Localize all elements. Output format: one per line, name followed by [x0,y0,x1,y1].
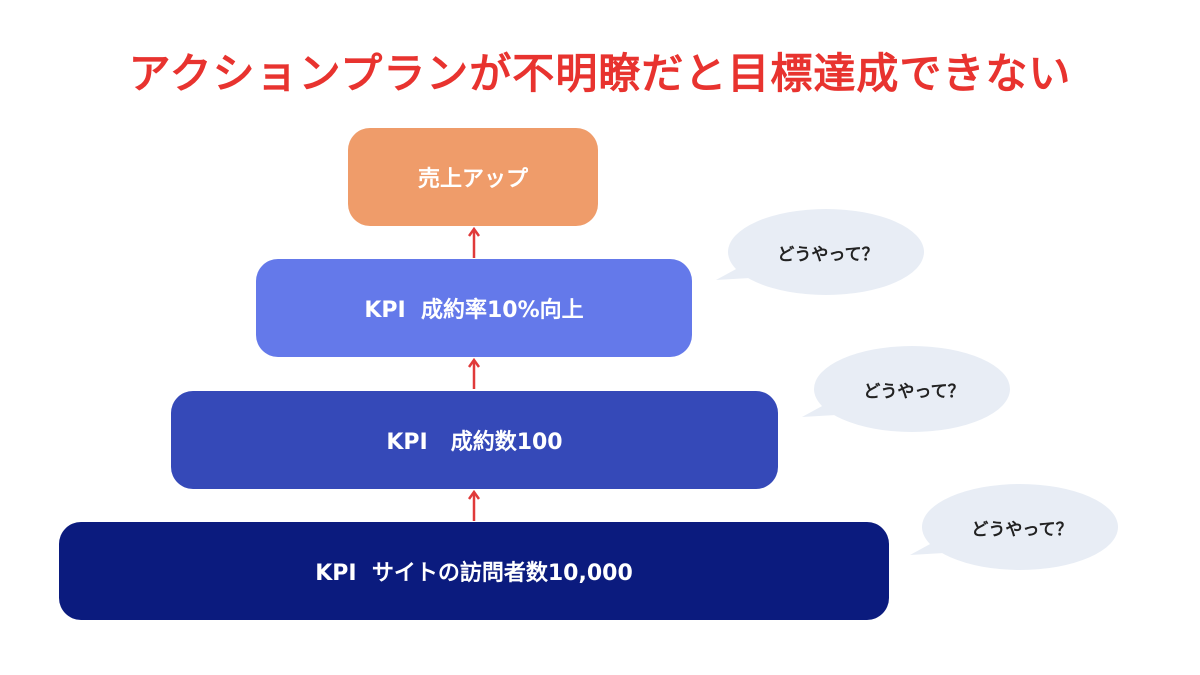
kpi-box-conversions: KPI 成約数100 [171,391,778,489]
speech-bubble: どうやって？ [802,345,1010,433]
page-title: アクションプランが不明瞭だと目標達成できない [128,49,1072,98]
up-arrow-icon [468,490,480,521]
kpi-box-conversion-rate: KPI 成約率10%向上 [256,259,692,357]
bubble-text: どうやって？ [777,244,879,265]
speech-bubble-shape-icon [716,209,924,295]
speech-bubble: どうやって？ [910,483,1118,571]
box-label: KPI 成約率10%向上 [364,298,584,323]
bubble-text: どうやって？ [863,381,965,402]
kpi-box-site-visitors: KPI サイトの訪問者数10,000 [59,522,889,620]
speech-bubble-shape-icon [910,484,1118,570]
up-arrow-icon [468,227,480,258]
goal-box-sales-up: 売上アップ [348,128,598,226]
speech-bubble: どうやって？ [716,208,924,296]
box-label: KPI 成約数100 [386,430,563,455]
up-arrow-icon [468,358,480,389]
box-label: 売上アップ [417,167,528,192]
speech-bubble-shape-icon [802,346,1010,432]
box-label: KPI サイトの訪問者数10,000 [315,561,633,586]
bubble-text: どうやって？ [971,519,1073,540]
